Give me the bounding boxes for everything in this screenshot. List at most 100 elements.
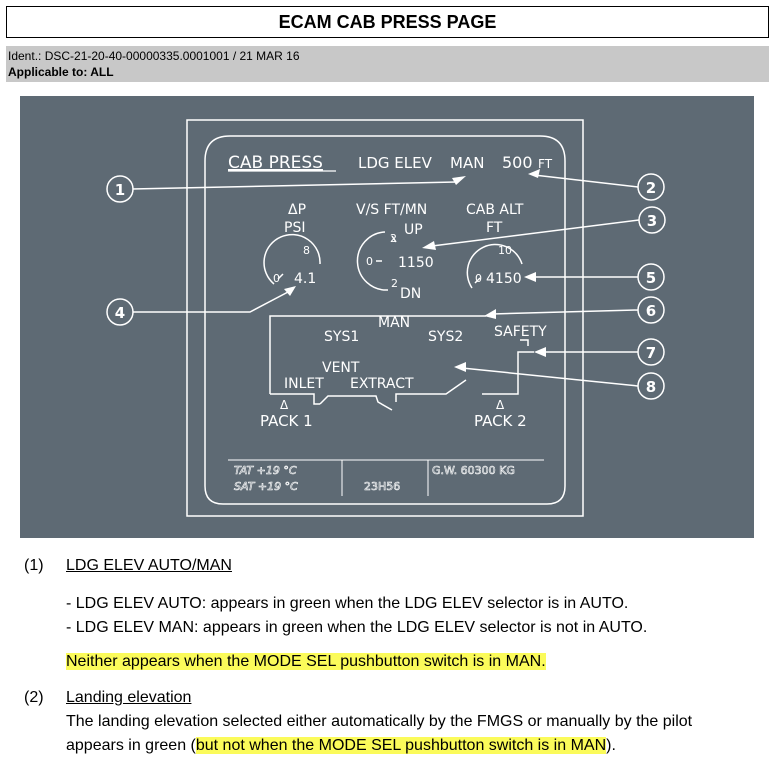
note-2-line-2: appears in green (but not when the MODE … — [66, 735, 616, 757]
note-1-highlight: Neither appears when the MODE SEL pushbu… — [66, 651, 546, 673]
schematic-left-line — [269, 315, 486, 394]
extract-label: EXTRACT — [350, 376, 414, 392]
leader-2 — [533, 174, 639, 188]
arrow-6 — [484, 309, 496, 319]
psi-value: 4.1 — [294, 271, 316, 287]
inlet-label: INLET — [284, 376, 324, 392]
psi-needle — [277, 273, 284, 280]
sat-label: SAT +19 °C — [234, 480, 298, 493]
ecam-figure: CAB PRESS LDG ELEV MAN 500 FT ΔP PSI 8 0… — [20, 96, 754, 538]
pack1-delta: Δ — [280, 398, 289, 412]
inlet-valve — [270, 393, 320, 405]
note-2-heading: (2) Landing elevation — [24, 687, 191, 709]
ldg-value: 500 — [502, 153, 533, 172]
outflow-valve — [442, 379, 467, 395]
tat-label: TAT +19 °C — [234, 464, 297, 477]
callout-8: 8 — [646, 378, 656, 396]
callout-6: 6 — [646, 302, 656, 320]
arrow-4 — [284, 286, 296, 296]
safety-label: SAFETY — [494, 324, 547, 340]
alt-gauge-arc — [466, 243, 523, 289]
pack1-label: PACK 1 — [260, 412, 313, 430]
callout-4: 4 — [115, 304, 125, 322]
callout-3: 3 — [647, 212, 657, 230]
note-1-number: (1) — [24, 557, 44, 574]
arrow-7 — [534, 347, 546, 357]
callout-1: 1 — [115, 181, 125, 199]
time-value: 23H56 — [364, 480, 400, 493]
note-2-line-2-pre: appears in green ( — [66, 737, 196, 754]
callout-7: 7 — [646, 344, 656, 362]
leader-3 — [431, 219, 640, 247]
callout-circle-8 — [637, 372, 665, 400]
leader-4 — [132, 291, 289, 313]
vs-needle — [391, 235, 397, 243]
vs-tick-top: 2 — [390, 232, 397, 245]
alt-value: 4150 — [486, 271, 522, 287]
callout-circle-7 — [637, 338, 665, 366]
callout-circle-4 — [106, 298, 134, 326]
callout-circle-6 — [637, 296, 665, 324]
arrow-1 — [452, 176, 466, 185]
leader-6 — [491, 309, 639, 315]
note-1-bullet-man: - LDG ELEV MAN: appears in green when th… — [66, 619, 648, 636]
screen-bezel — [186, 119, 584, 517]
vs-gauge-arc — [356, 231, 389, 291]
note-2-number: (2) — [24, 689, 44, 706]
ident-text: Ident.: DSC-21-20-40-00000335.0001001 / … — [8, 49, 300, 63]
ldg-unit: FT — [538, 157, 553, 171]
callout-circle-3 — [638, 206, 666, 234]
alt-tick-min: 0 — [475, 272, 482, 285]
psi-tick-min: 0 — [273, 272, 280, 285]
vs-dn: DN — [400, 286, 421, 302]
callout-circle-2 — [637, 173, 665, 201]
vs-tick-mid: 0 — [366, 255, 373, 268]
note-2-highlight-text: but not when the MODE SEL pushbutton swi… — [195, 737, 607, 754]
callout-circle-1 — [106, 175, 134, 203]
arrow-8 — [454, 362, 466, 372]
note-1-highlight-text: Neither appears when the MODE SEL pushbu… — [66, 653, 546, 670]
applicable-text: Applicable to: ALL — [8, 65, 114, 79]
callout-2: 2 — [646, 179, 656, 197]
note-2-line-1: The landing elevation selected either au… — [66, 713, 693, 730]
psi-gauge-arc — [263, 233, 321, 285]
figure-background — [20, 96, 754, 538]
leader-8 — [461, 367, 639, 387]
note-1-title: LDG ELEV AUTO/MAN — [66, 557, 232, 574]
vs-label: V/S FT/MN — [356, 202, 427, 218]
callout-circle-5 — [637, 263, 665, 291]
arrow-3 — [422, 241, 436, 250]
vent-label: VENT — [322, 360, 360, 376]
arrow-5 — [524, 272, 536, 282]
dp-symbol: ΔP — [288, 202, 306, 218]
man-label: MAN — [378, 315, 410, 331]
ecam-diagram: CAB PRESS LDG ELEV MAN 500 FT ΔP PSI 8 0… — [20, 96, 754, 538]
ident-bar: Ident.: DSC-21-20-40-00000335.0001001 / … — [6, 46, 769, 82]
psi-label: PSI — [284, 220, 305, 236]
sys1-label: SYS1 — [324, 329, 359, 345]
note-1-heading: (1) LDG ELEV AUTO/MAN — [24, 555, 232, 577]
alt-needle — [474, 277, 481, 284]
extract-valve — [319, 395, 393, 411]
note-2-line-2-post: ). — [606, 737, 616, 754]
cab-press-title: CAB PRESS — [228, 153, 323, 173]
arrow-2 — [528, 169, 540, 178]
psi-tick-max: 8 — [303, 244, 310, 257]
cab-alt-label: CAB ALT — [466, 202, 524, 218]
leader-1 — [131, 181, 457, 190]
vs-tick-bot: 2 — [391, 277, 398, 290]
pack2-delta: Δ — [496, 398, 505, 412]
gw-label: G.W. 60300 KG — [432, 464, 515, 477]
alt-tick-max: 10 — [498, 244, 512, 257]
pack2-label: PACK 2 — [474, 412, 527, 430]
ldg-mode: MAN — [450, 154, 484, 172]
sys2-label: SYS2 — [428, 329, 463, 345]
safety-valve — [520, 339, 529, 346]
callout-5: 5 — [646, 269, 656, 287]
vs-up: UP — [404, 222, 423, 238]
extract-line — [395, 393, 442, 402]
note-1-bullet-auto: - LDG ELEV AUTO: appears in green when t… — [66, 595, 629, 612]
note-2-title: Landing elevation — [66, 689, 192, 706]
screen-display — [204, 135, 566, 505]
ldg-elev-label: LDG ELEV — [358, 154, 433, 172]
